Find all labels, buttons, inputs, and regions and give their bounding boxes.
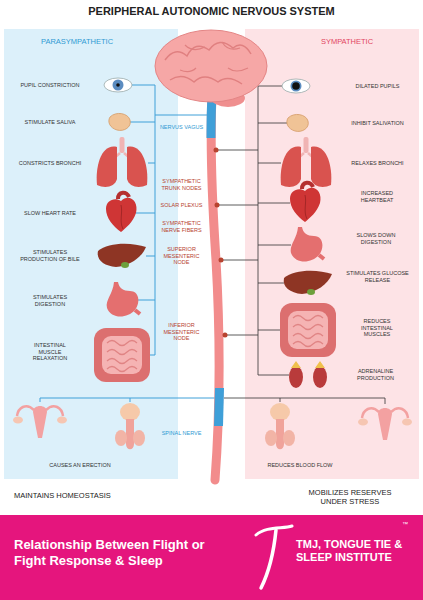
text-slot: NERVUS VAGUS [159, 124, 204, 131]
diagram-title: PERIPHERAL AUTONOMIC NERVOUS SYSTEM [4, 5, 419, 18]
text-slot: INHIBIT SALIVATION [340, 120, 415, 127]
text-slot: SYMPATHETIC NERVE FIBERS [159, 220, 204, 233]
trademark-mark: ™ [402, 521, 416, 528]
text-slot: SOLAR PLEXUS [159, 202, 204, 209]
text-slot: RELAXES BRONCHI [340, 160, 415, 167]
effect-label: CONSTRICTS BRONCHI [10, 160, 90, 167]
parasympathetic-panel-fill [4, 29, 178, 479]
text-slot: CONSTRICTS BRONCHI [10, 160, 90, 167]
effect-label: STIMULATES GLUCOSE RELEASE [340, 270, 415, 283]
text-slot: PARASYMPATHETIC [10, 37, 144, 46]
effect-label: STIMULATE SALIVA [10, 119, 90, 126]
nerve-label: SOLAR PLEXUS [159, 202, 204, 209]
spinal-cord [211, 95, 228, 480]
parasympathetic-wires [40, 85, 215, 402]
effect-label: INTESTINAL MUSCLE RELAXATION [25, 342, 75, 362]
sympathetic-organs [265, 79, 412, 449]
text-slot: MOBILIZES RESERVES UNDER STRESS [295, 488, 405, 506]
sympathetic-wires [216, 86, 385, 404]
text-slot: ADRENALINE PRODUCTION [348, 368, 403, 381]
text-slot: STIMULATE SALIVA [10, 119, 90, 126]
summary-label: MAINTAINS HOMEOSTASIS [14, 491, 164, 500]
nerve-label: SYMPATHETIC NERVE FIBERS [159, 220, 204, 233]
nerve-label: INFERIOR MESENTERIC NODE [159, 322, 204, 342]
text-slot: INCREASED HEARTBEAT [352, 190, 402, 203]
logo-mark [256, 526, 292, 588]
effect-label: STIMULATES DIGESTION [25, 294, 75, 307]
sympathetic-panel: SYMPATHETIC [245, 29, 419, 479]
text-slot: SLOWS DOWN DIGESTION [345, 232, 407, 245]
text-slot: SYMPATHETIC TRUNK NODES [159, 178, 204, 191]
node-text: Relationship Between Flight or Fight Res… [14, 537, 229, 570]
text-slot: SUPERIOR MESENTERIC NODE [159, 246, 204, 266]
summary-label: MOBILIZES RESERVES UNDER STRESS [295, 488, 405, 506]
brain [155, 30, 267, 107]
text-slot: ™ [402, 521, 416, 528]
effect-label: REDUCES INTESTINAL MUSCLES [352, 318, 402, 338]
effect-label: INHIBIT SALIVATION [340, 120, 415, 127]
text-slot: MAINTAINS HOMEOSTASIS [14, 491, 164, 500]
text-slot: PERIPHERAL AUTONOMIC NERVOUS SYSTEM [4, 5, 419, 18]
effect-label: CAUSES AN ERECTION [30, 462, 130, 469]
node-text: SYMPATHETIC [280, 37, 414, 46]
parasympathetic-panel: PARASYMPATHETIC [4, 29, 178, 479]
text-slot: DILATED PUPILS [340, 83, 415, 90]
effect-label: SLOW HEART RATE [10, 210, 90, 217]
effect-label: RELAXES BRONCHI [340, 160, 415, 167]
text-slot: SYMPATHETIC [280, 37, 414, 46]
effect-label: ADRENALINE PRODUCTION [348, 368, 403, 381]
text-slot: STIMULATES DIGESTION [25, 294, 75, 307]
parasympathetic-organs [13, 78, 150, 449]
text-slot: PUPIL CONSTRICTION [10, 82, 90, 89]
text-slot: REDUCES BLOOD FLOW [250, 462, 350, 469]
text-slot: TMJ, TONGUE TIE & SLEEP INSTITUTE [296, 538, 414, 564]
node-text: PARASYMPATHETIC [10, 37, 144, 46]
sympathetic-panel-fill [245, 29, 419, 479]
effect-label: PUPIL CONSTRICTION [10, 82, 90, 89]
effect-label: SLOWS DOWN DIGESTION [345, 232, 407, 245]
nerve-label: SPINAL NERVE [159, 430, 204, 437]
text-slot: REDUCES INTESTINAL MUSCLES [352, 318, 402, 338]
node-text: TMJ, TONGUE TIE & SLEEP INSTITUTE [296, 538, 414, 564]
effect-label: REDUCES BLOOD FLOW [250, 462, 350, 469]
effect-label: STIMULATES PRODUCTION OF BILE [14, 249, 86, 262]
text-slot: INFERIOR MESENTERIC NODE [159, 322, 204, 342]
nerve-label: SUPERIOR MESENTERIC NODE [159, 246, 204, 266]
footer-band: Relationship Between Flight or Fight Res… [0, 515, 423, 600]
footer-band-fill [0, 515, 423, 600]
nerve-label: NERVUS VAGUS [159, 124, 204, 131]
text-slot: STIMULATES GLUCOSE RELEASE [340, 270, 415, 283]
text-slot: STIMULATES PRODUCTION OF BILE [14, 249, 86, 262]
nerve-label: SYMPATHETIC TRUNK NODES [159, 178, 204, 191]
effect-label: INCREASED HEARTBEAT [352, 190, 402, 203]
text-slot: Relationship Between Flight or Fight Res… [14, 537, 229, 570]
effect-label: DILATED PUPILS [340, 83, 415, 90]
text-slot: CAUSES AN ERECTION [30, 462, 130, 469]
text-slot: SPINAL NERVE [159, 430, 204, 437]
text-slot: SLOW HEART RATE [10, 210, 90, 217]
text-slot: INTESTINAL MUSCLE RELAXATION [25, 342, 75, 362]
